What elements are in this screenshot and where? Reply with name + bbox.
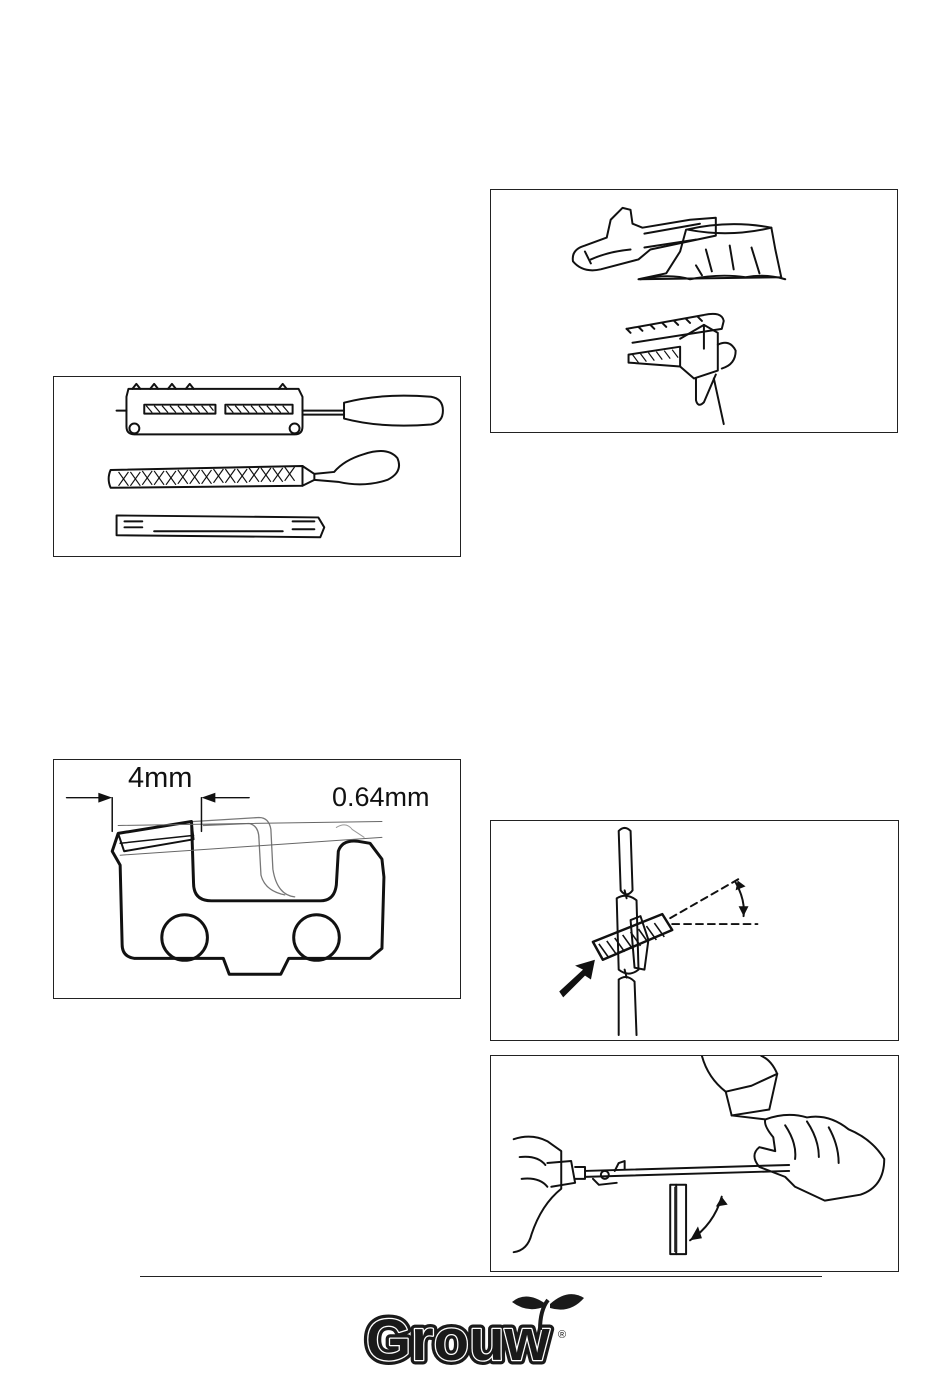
stump-and-vice-illustration	[491, 190, 897, 432]
figure-saw-secured-in-stump	[490, 189, 898, 433]
file-angle-illustration	[491, 821, 898, 1040]
hands-filing-illustration	[491, 1056, 898, 1271]
figure-cutter-dimensions: 4mm 0.64mm	[53, 759, 461, 999]
footer-divider	[140, 1276, 822, 1277]
figure-sharpening-tools	[53, 376, 461, 557]
sharpening-tools-illustration	[54, 377, 460, 556]
registered-mark: ®	[558, 1329, 566, 1341]
figure-filing-with-holder	[490, 1055, 899, 1272]
grouw-logo-mark: Grouw Grouw Grouw ®	[362, 1290, 590, 1368]
figure-file-angle	[490, 820, 899, 1041]
grouw-logo: Grouw Grouw Grouw ®	[362, 1290, 590, 1368]
gauge-dimension-label: 0.64mm	[332, 782, 430, 813]
logo-text-fill: Grouw	[366, 1308, 551, 1368]
depth-dimension-label: 4mm	[128, 762, 192, 795]
